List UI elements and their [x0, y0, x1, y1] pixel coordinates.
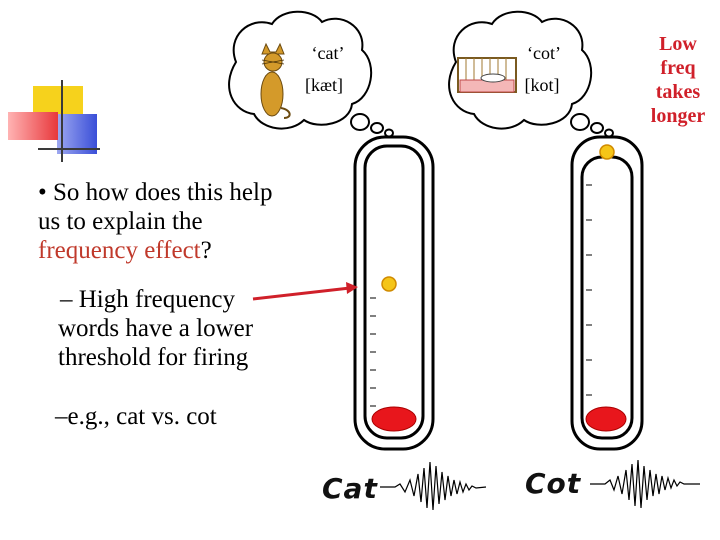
side-note-line-4: longer: [650, 105, 706, 127]
logo-decoration: [0, 80, 100, 170]
cat-phonetic: [kæt]: [305, 75, 343, 95]
main-bullet-text: • So how does this help us to explain th…: [38, 179, 273, 235]
side-note-line-1: Low: [659, 33, 697, 55]
handwritten-cot: Cot: [525, 467, 582, 500]
logo-vertical-line: [61, 80, 63, 162]
cot-phonetic: [kot]: [524, 75, 560, 95]
thought-bubble-cot: [448, 10, 614, 138]
tube-cot: [570, 135, 644, 451]
threshold-ball-cat: [381, 276, 397, 292]
frequency-effect-highlight: frequency effect: [38, 237, 201, 264]
waveform-cot: [590, 459, 700, 509]
logo-red-square: [8, 112, 58, 140]
side-note-line-2: freq: [660, 57, 696, 79]
handwritten-cat: Cat: [322, 472, 378, 505]
cot-icon: [457, 57, 517, 93]
activation-blob-cot: [585, 406, 627, 432]
main-bullet-question-mark: ?: [200, 237, 212, 264]
sub-bullet-line-2: words have a lower: [58, 315, 254, 342]
arrow-pointer: [252, 282, 358, 301]
tube-cat: [353, 135, 435, 451]
waveform-cat: [380, 461, 487, 511]
cat-icon: [260, 42, 291, 119]
side-note-line-3: takes: [655, 81, 701, 103]
side-note: Low freq takes longer: [638, 32, 718, 128]
sub-bullet: – High frequency words have a lower thre…: [38, 285, 288, 372]
activation-blob-cat: [371, 406, 417, 432]
logo-horizontal-line: [38, 148, 100, 150]
sub-bullet-line-1: – High frequency: [60, 286, 235, 313]
cot-quote: ‘cot’: [527, 43, 561, 63]
example-text: –e.g., cat vs. cot: [55, 403, 217, 430]
logo-blue-square: [57, 114, 97, 154]
sub-bullet-line-3: threshold for firing: [58, 344, 249, 371]
main-bullet: • So how does this help us to explain th…: [38, 178, 288, 265]
cat-quote: ‘cat’: [311, 43, 345, 63]
threshold-ball-cot: [599, 144, 615, 160]
